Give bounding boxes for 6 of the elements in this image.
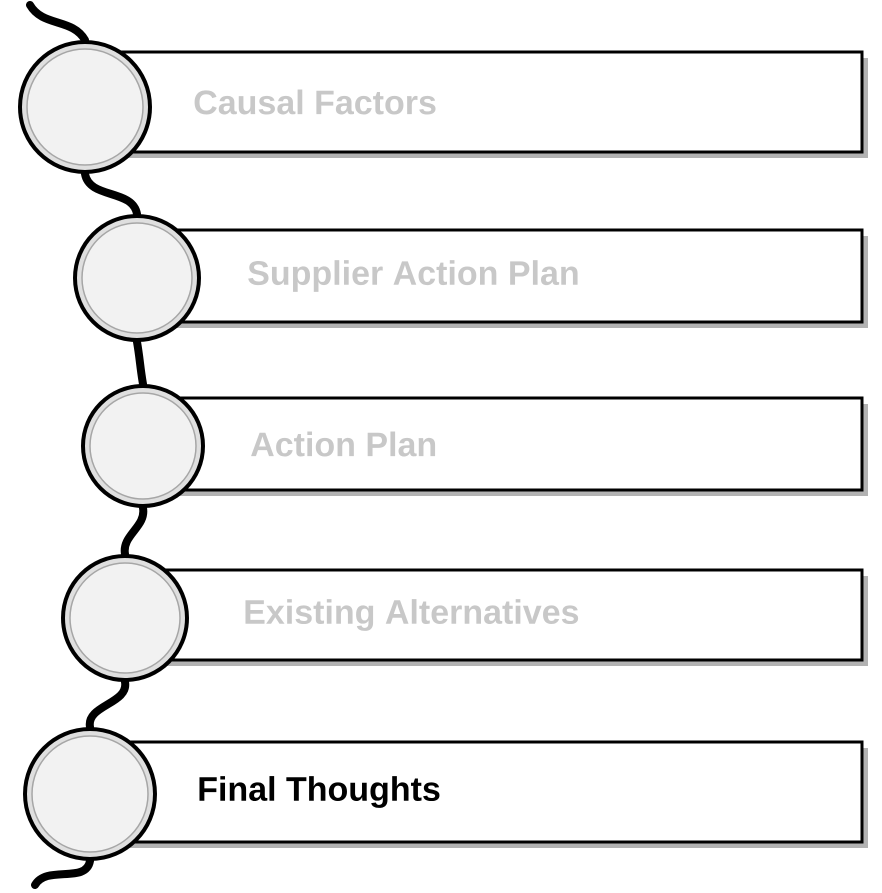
circle-marker [23, 727, 157, 861]
circle-marker [81, 384, 205, 508]
circle-marker [61, 554, 189, 682]
circle-marker [18, 40, 152, 174]
circle-marker [73, 214, 201, 342]
agenda-bar: Final Thoughts [108, 740, 864, 844]
